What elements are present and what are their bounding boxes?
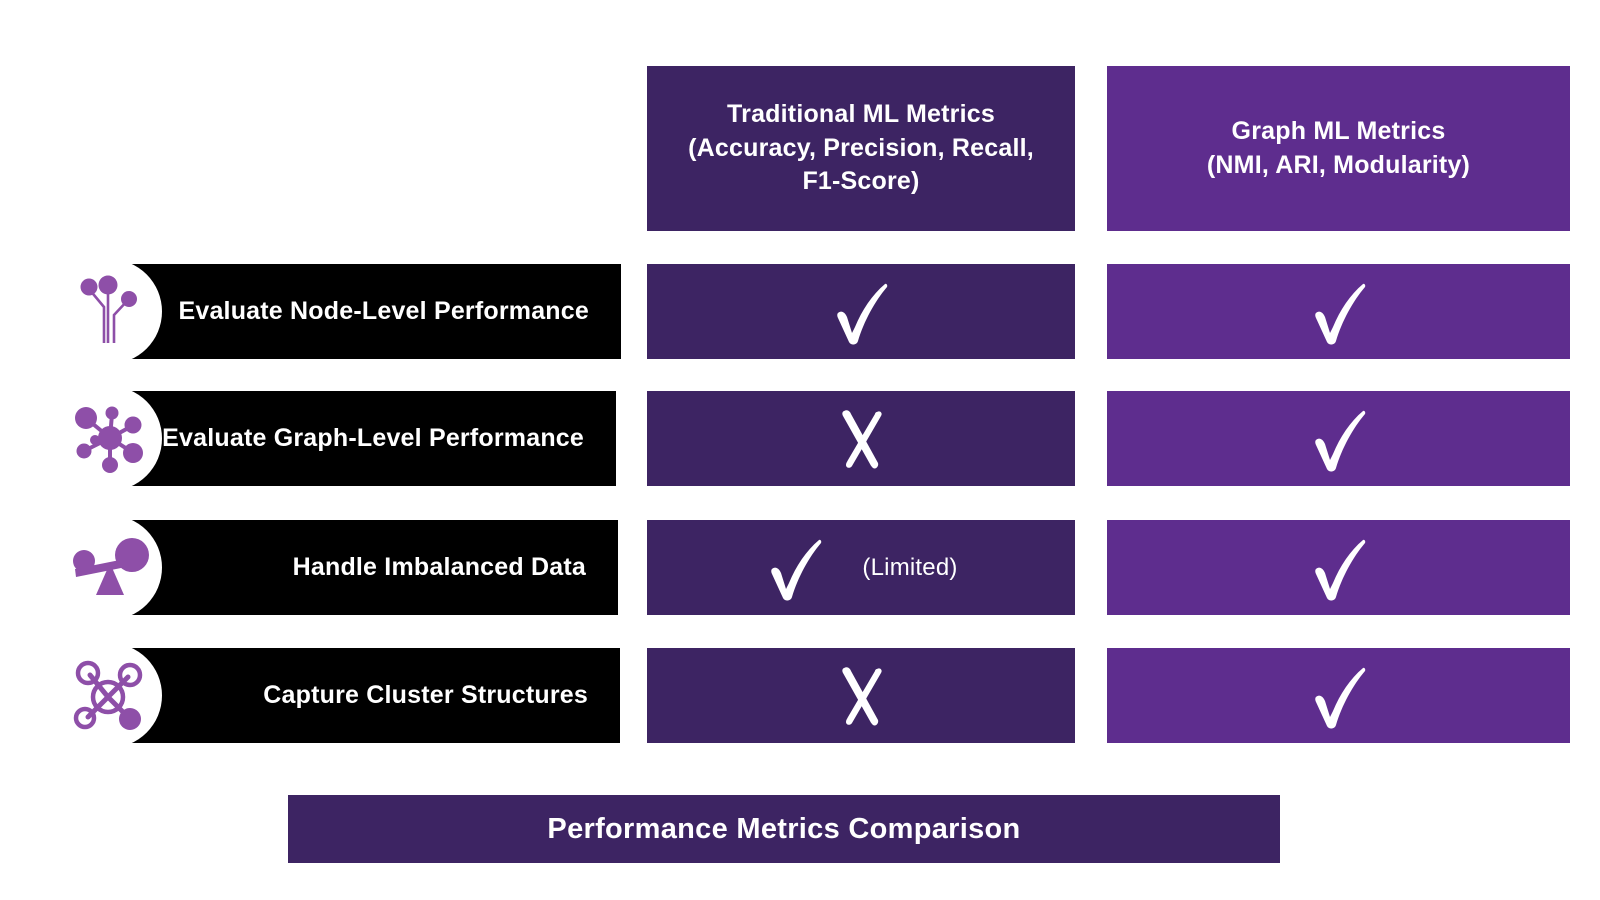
column-header-traditional-subtitle-line2: F1-Score) — [802, 167, 920, 196]
row-label-bar: Evaluate Node-Level Performance — [103, 264, 621, 359]
check-mark-icon — [771, 539, 822, 601]
cell-graph — [1107, 391, 1570, 486]
column-header-traditional-title: Traditional ML Metrics — [727, 99, 995, 128]
cell-traditional: (Limited) — [647, 520, 1075, 615]
network-graph-icon — [62, 391, 157, 486]
row-label: Evaluate Node-Level Performance — [178, 297, 589, 325]
limited-note: (Limited) — [862, 553, 958, 581]
check-mark-icon — [1314, 667, 1365, 729]
molecule-cluster-icon — [62, 648, 157, 743]
row-label-bar: Evaluate Graph-Level Performance — [103, 391, 616, 486]
footer-banner: Performance Metrics Comparison — [288, 795, 1280, 863]
cell-traditional — [647, 648, 1075, 743]
check-mark-icon — [1314, 283, 1365, 345]
comparison-row: Evaluate Node-Level Performance — [0, 259, 1600, 364]
check-mark-icon — [1314, 410, 1365, 472]
row-label: Evaluate Graph-Level Performance — [162, 424, 584, 452]
circuit-nodes-icon — [62, 264, 157, 359]
row-label-bar: Capture Cluster Structures — [103, 648, 620, 743]
cell-graph — [1107, 264, 1570, 359]
comparison-row: Capture Cluster Structures — [0, 643, 1600, 748]
column-header-graph-title: Graph ML Metrics — [1231, 116, 1446, 145]
row-label: Handle Imbalanced Data — [292, 553, 586, 581]
check-mark-icon — [837, 283, 888, 345]
row-label: Capture Cluster Structures — [263, 681, 588, 709]
cross-mark-icon — [842, 409, 882, 469]
cell-traditional — [647, 391, 1075, 486]
comparison-row: Evaluate Graph-Level Performance — [0, 386, 1600, 491]
cell-graph — [1107, 648, 1570, 743]
row-label-bar: Handle Imbalanced Data — [103, 520, 618, 615]
column-header-graph-subtitle: (NMI, ARI, Modularity) — [1206, 150, 1471, 179]
unbalanced-scale-icon — [62, 520, 157, 615]
footer-title: Performance Metrics Comparison — [547, 812, 1021, 845]
check-mark-icon — [1314, 539, 1365, 601]
cell-traditional — [647, 264, 1075, 359]
cell-graph — [1107, 520, 1570, 615]
comparison-row: Handle Imbalanced Data (Limited) — [0, 515, 1600, 620]
cross-mark-icon — [842, 666, 882, 726]
column-header-graph: Graph ML Metrics (NMI, ARI, Modularity) — [1107, 66, 1570, 231]
column-header-traditional-subtitle: (Accuracy, Precision, Recall, — [688, 133, 1034, 162]
column-header-traditional: Traditional ML Metrics (Accuracy, Precis… — [647, 66, 1075, 231]
